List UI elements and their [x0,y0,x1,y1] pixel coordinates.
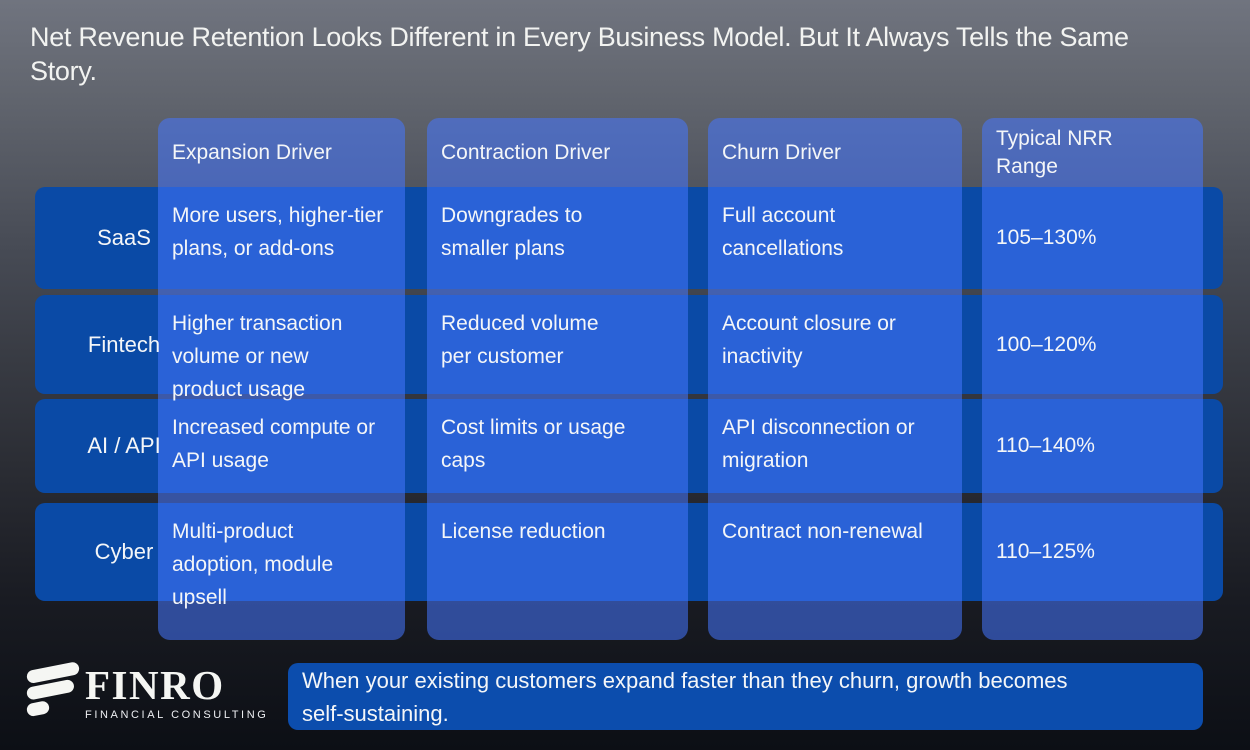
column-header-nrr: Typical NRR Range [996,127,1113,178]
page-title: Net Revenue Retention Looks Different in… [30,22,1129,86]
column-panel-churn [708,118,962,640]
row-label-fintech: Fintech [87,331,161,357]
cell-fintech-churn: Account closure or inactivity [722,312,896,368]
cell-saas-churn: Full account cancellations [722,204,844,260]
logo-tagline: FINANCIAL CONSULTING [85,708,269,721]
cell-ai-api-nrr: 110–140% [996,434,1095,457]
cell-fintech-expansion: Higher transaction volume or new product… [172,312,343,401]
callout-banner: When your existing customers expand fast… [288,663,1203,730]
column-header-expansion: Expansion Driver [172,141,332,164]
cell-cyber-contraction: License reduction [441,520,606,543]
cell-fintech-contraction: Reduced volume per customer [441,312,599,368]
column-panel-nrr [982,118,1203,640]
row-label-ai-api: AI / API [87,433,161,458]
cell-cyber-expansion: Multi-product adoption, module upsell [172,520,334,609]
column-header-contraction: Contraction Driver [441,141,611,164]
row-label-saas: SaaS [97,225,151,250]
cell-saas-nrr: 105–130% [996,226,1097,249]
callout-text: When your existing customers expand fast… [302,667,1068,726]
logo-name: FINRO [85,661,225,708]
logo-text-block: FINRO FINANCIAL CONSULTING [85,664,268,721]
cell-cyber-churn: Contract non-renewal [722,520,923,543]
cell-saas-expansion: More users, higher-tier plans, or add-on… [172,204,384,260]
column-panel-contraction [427,118,688,640]
cell-ai-api-expansion: Increased compute or API usage [172,416,376,472]
cell-fintech-nrr: 100–120% [996,332,1097,356]
row-label-cyber: Cyber [94,539,154,564]
cell-cyber-nrr: 110–125% [996,540,1095,563]
column-panel-expansion [158,118,405,640]
cell-ai-api-contraction: Cost limits or usage caps [441,416,626,472]
cell-saas-contraction: Downgrades to smaller plans [441,204,583,260]
finro-logo: FINRO FINANCIAL CONSULTING [24,662,268,722]
cell-ai-api-churn: API disconnection or migration [722,416,915,472]
finro-logo-icon [26,662,80,717]
column-header-churn: Churn Driver [722,141,842,164]
